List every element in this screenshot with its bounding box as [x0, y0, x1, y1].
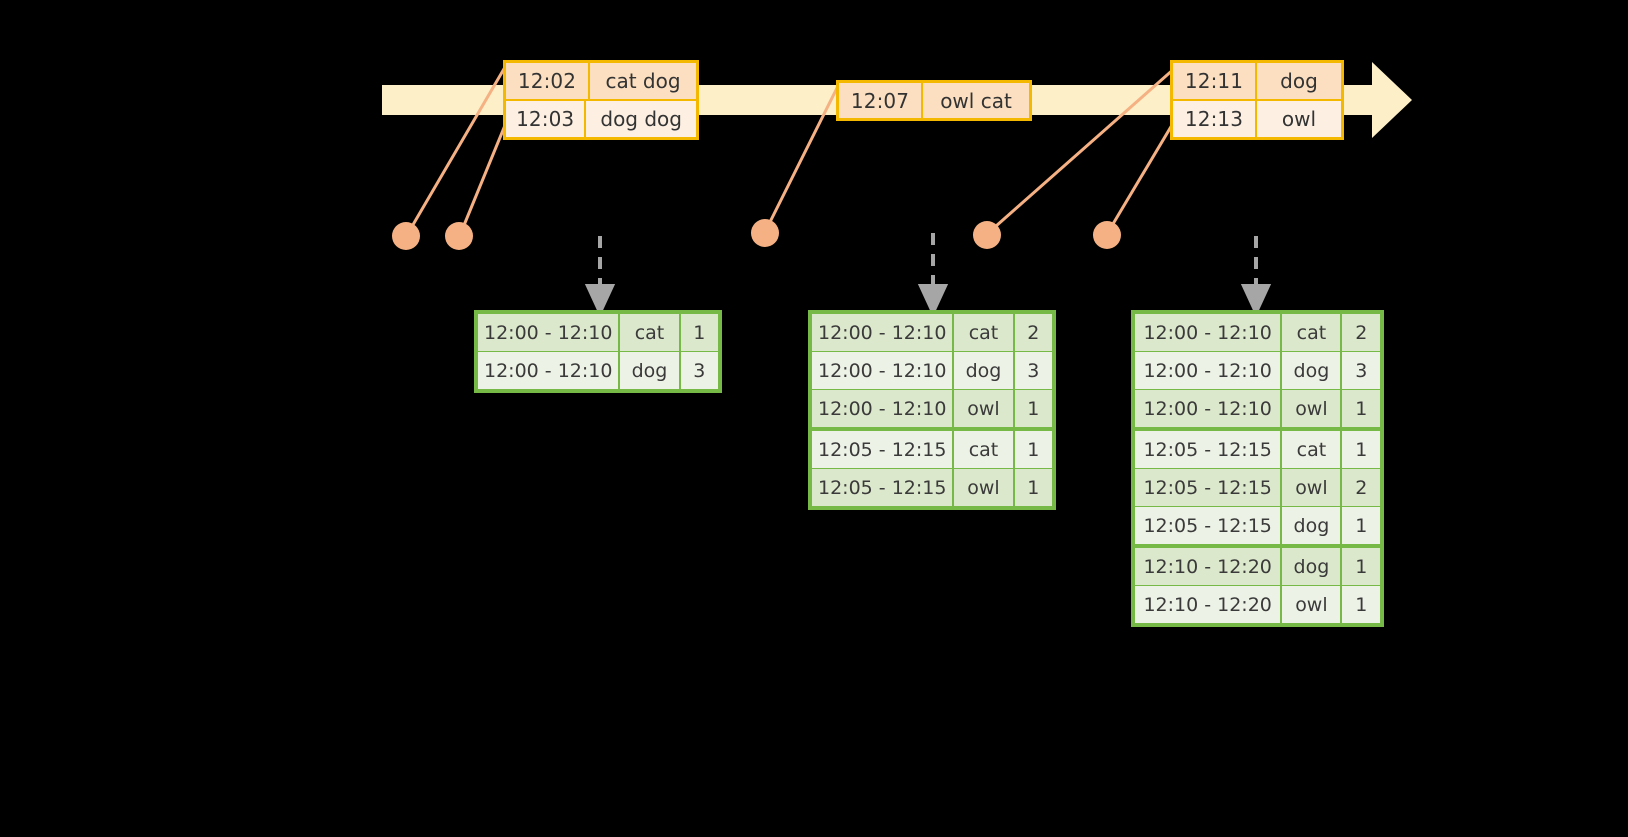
- table-row[interactable]: 12:00 - 12:10 dog 3: [812, 352, 1052, 389]
- event-time: 12:11: [1173, 63, 1257, 99]
- count-cell: 3: [680, 352, 718, 389]
- count-cell: 3: [1342, 352, 1380, 389]
- window-cell: 12:10 - 12:20: [1135, 586, 1281, 623]
- word-cell: cat: [954, 314, 1013, 351]
- table-row[interactable]: 12:00 - 12:10 owl 1: [1135, 390, 1380, 427]
- table-row[interactable]: 12:00 - 12:10 cat 2: [1135, 314, 1380, 351]
- table-row[interactable]: 12:05 - 12:15 owl 2: [1135, 469, 1380, 506]
- window-cell: 12:00 - 12:10: [1135, 390, 1281, 427]
- emit-arrows: [584, 233, 1272, 317]
- event-words: dog: [1280, 69, 1318, 93]
- word-cell: cat: [1282, 314, 1341, 351]
- result-table-3[interactable]: 12:00 - 12:10 cat 2 12:00 - 12:10 dog 3 …: [1131, 310, 1384, 627]
- event-row[interactable]: 12:07 owl cat: [839, 83, 1029, 118]
- event-time: 12:03: [506, 101, 587, 137]
- window-cell: 12:05 - 12:15: [812, 469, 953, 506]
- count-cell: 1: [1014, 469, 1052, 506]
- event-time: 12:13: [1173, 101, 1257, 137]
- word-cell: dog: [1282, 507, 1341, 544]
- window-cell: 12:10 - 12:20: [1135, 548, 1281, 585]
- table-row[interactable]: 12:00 - 12:10 dog 3: [1135, 352, 1380, 389]
- table-row[interactable]: 12:00 - 12:10 cat 1: [478, 314, 718, 351]
- word-cell: cat: [1282, 431, 1341, 468]
- event-group-2[interactable]: 12:07 owl cat: [836, 80, 1032, 121]
- window-cell: 12:05 - 12:15: [812, 431, 953, 468]
- table-row[interactable]: 12:05 - 12:15 dog 1: [1135, 507, 1380, 544]
- event-time: 12:07: [839, 83, 923, 118]
- window-cell: 12:00 - 12:10: [1135, 314, 1281, 351]
- event-row[interactable]: 12:03 dog dog: [506, 99, 696, 137]
- event-row[interactable]: 12:11 dog: [1173, 63, 1341, 99]
- event-group-1[interactable]: 12:02 cat dog 12:03 dog dog: [503, 60, 699, 140]
- event-words: owl: [1281, 107, 1317, 131]
- count-cell: 1: [680, 314, 718, 351]
- emit-arrow-2: [917, 233, 949, 317]
- count-cell: 1: [1342, 390, 1380, 427]
- table-row[interactable]: 12:05 - 12:15 cat 1: [1135, 431, 1380, 468]
- window-cell: 12:05 - 12:15: [1135, 507, 1281, 544]
- count-cell: 1: [1014, 390, 1052, 427]
- word-cell: dog: [954, 352, 1013, 389]
- result-table-1[interactable]: 12:00 - 12:10 cat 1 12:00 - 12:10 dog 3: [474, 310, 722, 393]
- word-cell: dog: [620, 352, 679, 389]
- event-row[interactable]: 12:02 cat dog: [506, 63, 696, 99]
- table-row[interactable]: 12:05 - 12:15 cat 1: [812, 431, 1052, 468]
- window-cell: 12:00 - 12:10: [478, 314, 619, 351]
- window-cell: 12:00 - 12:10: [812, 314, 953, 351]
- table-row[interactable]: 12:10 - 12:20 dog 1: [1135, 548, 1380, 585]
- table-row[interactable]: 12:00 - 12:10 owl 1: [812, 390, 1052, 427]
- window-cell: 12:00 - 12:10: [478, 352, 619, 389]
- word-cell: dog: [1282, 548, 1341, 585]
- word-cell: owl: [954, 469, 1013, 506]
- table-row[interactable]: 12:10 - 12:20 owl 1: [1135, 586, 1380, 623]
- event-group-3[interactable]: 12:11 dog 12:13 owl: [1170, 60, 1344, 140]
- word-cell: owl: [1282, 586, 1341, 623]
- count-cell: 1: [1342, 431, 1380, 468]
- word-cell: owl: [1282, 469, 1341, 506]
- event-words: dog dog: [600, 107, 682, 131]
- count-cell: 2: [1342, 314, 1380, 351]
- word-cell: dog: [1282, 352, 1341, 389]
- emit-arrow-1: [584, 236, 616, 317]
- count-cell: 1: [1342, 548, 1380, 585]
- word-cell: owl: [954, 390, 1013, 427]
- window-cell: 12:00 - 12:10: [812, 352, 953, 389]
- table-row[interactable]: 12:00 - 12:10 dog 3: [478, 352, 718, 389]
- event-words: owl cat: [940, 88, 1012, 113]
- window-cell: 12:00 - 12:10: [812, 390, 953, 427]
- count-cell: 1: [1014, 431, 1052, 468]
- count-cell: 1: [1342, 586, 1380, 623]
- word-cell: owl: [1282, 390, 1341, 427]
- word-cell: cat: [954, 431, 1013, 468]
- event-dots: [392, 219, 1121, 250]
- result-table-2[interactable]: 12:00 - 12:10 cat 2 12:00 - 12:10 dog 3 …: [808, 310, 1056, 510]
- word-cell: cat: [620, 314, 679, 351]
- window-cell: 12:05 - 12:15: [1135, 431, 1281, 468]
- event-words: cat dog: [605, 69, 681, 93]
- window-cell: 12:00 - 12:10: [1135, 352, 1281, 389]
- event-row[interactable]: 12:13 owl: [1173, 99, 1341, 137]
- count-cell: 2: [1014, 314, 1052, 351]
- table-row[interactable]: 12:00 - 12:10 cat 2: [812, 314, 1052, 351]
- count-cell: 2: [1342, 469, 1380, 506]
- window-cell: 12:05 - 12:15: [1135, 469, 1281, 506]
- table-row[interactable]: 12:05 - 12:15 owl 1: [812, 469, 1052, 506]
- count-cell: 1: [1342, 507, 1380, 544]
- emit-arrow-3: [1240, 236, 1272, 317]
- count-cell: 3: [1014, 352, 1052, 389]
- event-time: 12:02: [506, 63, 590, 99]
